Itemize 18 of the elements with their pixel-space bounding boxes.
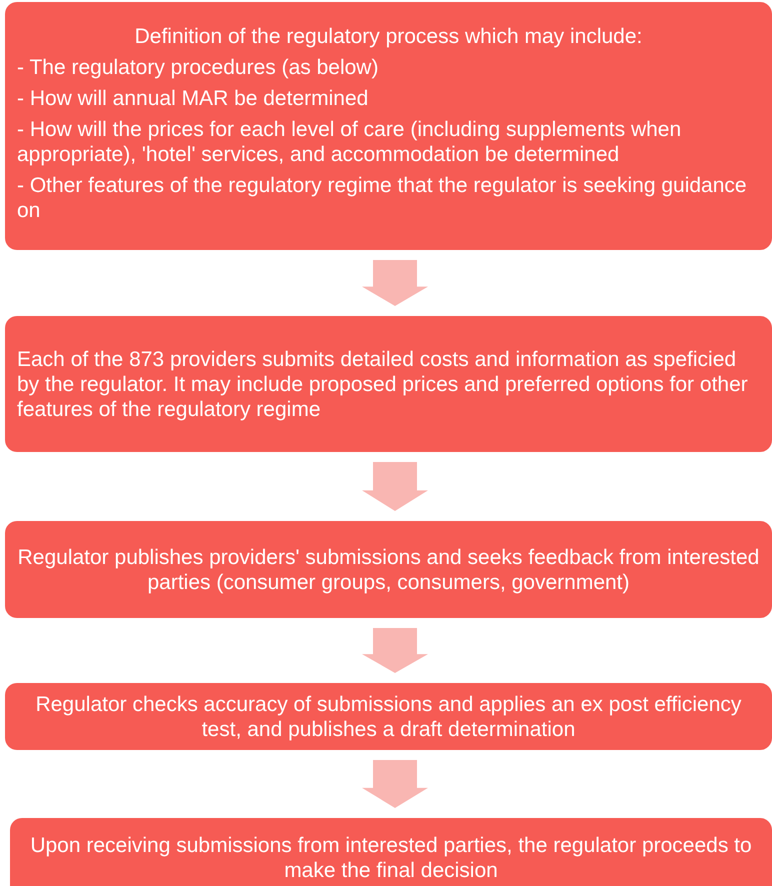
block-arrow	[362, 260, 428, 306]
block-arrow	[362, 628, 428, 673]
block-arrow	[362, 760, 428, 808]
step-text: Upon receiving submissions from interested parties, the regulator proceeds to make the final decision	[29, 833, 753, 883]
process-box	[5, 521, 772, 618]
block-arrow	[362, 462, 428, 511]
bullet-text: - Other features of the regulatory regime that the regulator is seeking guidance on	[17, 172, 748, 222]
step-text: Regulator publishes providers' submissions and seeks feedback from interested parties (consumer groups, consumers, government)	[17, 544, 760, 594]
bullet-text: - The regulatory procedures (as below)	[17, 54, 380, 80]
process-box	[5, 316, 772, 452]
process-box	[5, 683, 772, 750]
bullet-text: - How will the prices for each level of care (including supplements when appropriate), 'hotel' services, and accommodation be determined	[17, 116, 682, 166]
step-text: Definition of the regulatory process which may include:	[134, 24, 644, 48]
step-text: Each of the 873 providers submits detailed costs and information as speficied by the regulator. It may include proposed prices and preferred options for other features of the regulatory regime	[17, 346, 749, 422]
bullet-text: - How will annual MAR be determined	[17, 86, 370, 110]
process-box	[5, 2, 772, 250]
process-box	[10, 818, 772, 886]
step-text: Regulator checks accuracy of submissions and applies an ex post efficiency test, and publishes a draft determination	[34, 692, 742, 742]
